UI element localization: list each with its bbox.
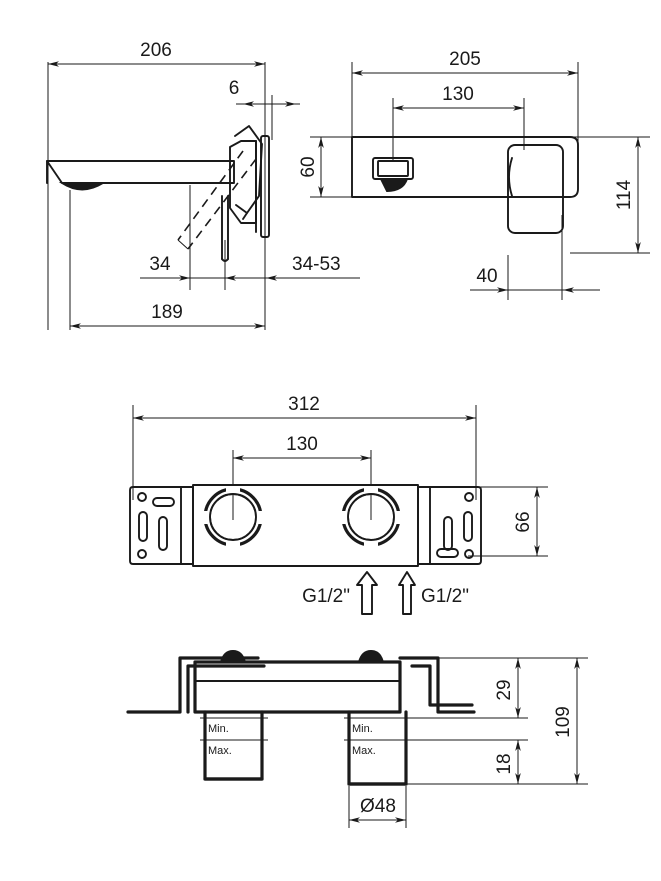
cartridge-opening-right xyxy=(340,486,402,548)
spout-front-body xyxy=(351,136,579,198)
dim-18-label: 18 xyxy=(494,753,515,774)
lever-handle-side xyxy=(234,125,263,220)
dim-34: 34 xyxy=(149,254,247,281)
dim-130-front-label: 130 xyxy=(442,84,474,105)
dim-29-label: 29 xyxy=(494,679,515,700)
plate-witness-lines xyxy=(132,405,548,557)
dim-18: 18 xyxy=(494,740,521,784)
dim-312: 312 xyxy=(133,394,476,421)
dim-189-label: 189 xyxy=(151,302,183,323)
section-witness-lines xyxy=(400,657,588,785)
handle-front-block xyxy=(507,144,564,234)
dim-diameter-48-label: Ø48 xyxy=(360,796,396,817)
dim-130-front: 130 xyxy=(393,84,524,111)
dim-205-label: 205 xyxy=(449,49,481,70)
inlet-right: G1/2" xyxy=(398,571,469,615)
dim-60-label: 60 xyxy=(298,156,319,177)
front-witness-lines xyxy=(310,62,650,300)
section-body-block xyxy=(193,660,402,714)
depth-min-left-label: Min. xyxy=(208,723,229,735)
dim-130-plate-label: 130 xyxy=(286,434,318,455)
dim-6-label: 6 xyxy=(229,78,240,99)
depth-cylinder-left: Min. Max. xyxy=(200,710,268,781)
handle-stem-side xyxy=(221,195,229,262)
dim-312-label: 312 xyxy=(288,394,320,415)
inlet-left-label: G1/2" xyxy=(302,586,350,607)
depth-max-right-label: Max. xyxy=(352,745,376,757)
dim-114-label: 114 xyxy=(614,179,635,210)
wall-bracket-profile xyxy=(126,656,266,714)
dim-diameter-48: Ø48 xyxy=(348,786,407,828)
fixing-stud-left xyxy=(219,650,247,663)
dim-34-53: 34-53 xyxy=(266,254,341,281)
dim-114: 114 xyxy=(614,137,641,253)
depth-cylinder-right: Min. Max. xyxy=(344,710,412,786)
inlet-right-label: G1/2" xyxy=(421,586,469,607)
view-side-elevation: 206 6 xyxy=(46,40,360,330)
lever-handle-alt-position xyxy=(177,150,257,250)
dim-66: 66 xyxy=(513,487,540,556)
view-section-depth: Min. Max. Min. Max. 29 18 xyxy=(126,650,588,828)
plate-bracket-right xyxy=(417,486,482,565)
dim-109-label: 109 xyxy=(553,706,574,738)
spout-side-profile xyxy=(46,160,235,191)
dim-34-53-label: 34-53 xyxy=(292,254,341,275)
view-rough-in-plate: 312 130 xyxy=(129,394,548,615)
depth-min-right-label: Min. xyxy=(352,723,373,735)
fixing-stud-right xyxy=(357,650,385,663)
plate-bracket-left xyxy=(129,486,194,565)
wall-bracket-right xyxy=(398,656,476,714)
dim-40: 40 xyxy=(476,266,584,293)
dim-206-label: 206 xyxy=(140,40,172,61)
dim-109: 109 xyxy=(553,658,580,784)
dim-34-label: 34 xyxy=(149,254,171,275)
dim-66-label: 66 xyxy=(513,511,534,532)
depth-max-left-label: Max. xyxy=(208,745,232,757)
dim-40-label: 40 xyxy=(476,266,497,287)
dim-189: 189 xyxy=(69,190,265,330)
dim-205: 205 xyxy=(352,49,578,76)
view-front-elevation: 205 130 60 114 xyxy=(298,49,650,300)
dim-60: 60 xyxy=(298,137,324,197)
side-witness-lines xyxy=(47,62,360,330)
mixer-body-side xyxy=(229,140,257,224)
dim-29: 29 xyxy=(494,658,521,718)
dim-206: 206 xyxy=(48,40,265,67)
aerator-outlet xyxy=(372,157,414,192)
inlet-left: G1/2" xyxy=(302,571,378,615)
dim-6: 6 xyxy=(229,78,296,107)
dim-130-plate: 130 xyxy=(233,434,371,461)
cartridge-opening-left xyxy=(202,486,264,548)
